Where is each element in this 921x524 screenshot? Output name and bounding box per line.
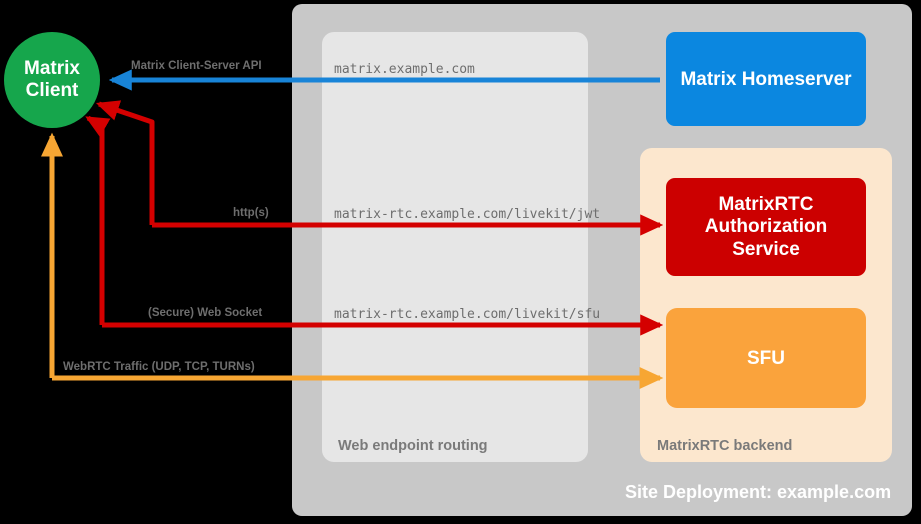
matrixrtc-authorization-service-node[interactable] xyxy=(666,178,866,276)
edge-label-jwt-http: http(s) xyxy=(233,207,269,219)
matrix-client-node[interactable] xyxy=(4,32,100,128)
matrix-homeserver-node[interactable] xyxy=(666,32,866,126)
url-label-matrix-example-com: matrix.example.com xyxy=(334,62,475,77)
edge-jwt-http-return xyxy=(95,100,155,225)
edge-label-webrtc-traffic: WebRTC Traffic (UDP, TCP, TURNs) xyxy=(63,361,255,373)
matrixrtc-backend-caption: MatrixRTC backend xyxy=(657,438,793,454)
web-endpoint-routing-container xyxy=(322,32,588,462)
url-label-livekit-jwt: matrix-rtc.example.com/livekit/jwt xyxy=(334,207,601,222)
url-label-livekit-sfu: matrix-rtc.example.com/livekit/sfu xyxy=(334,307,601,322)
sfu-node[interactable] xyxy=(666,308,866,408)
web-endpoint-routing-caption: Web endpoint routing xyxy=(338,438,488,454)
edge-sfu-websocket-return xyxy=(85,115,111,325)
edge-label-matrix-client-server-api: Matrix Client-Server API xyxy=(131,60,262,72)
site-deployment-caption: Site Deployment: example.com xyxy=(625,482,892,502)
edge-label-sfu-websocket: (Secure) Web Socket xyxy=(148,307,263,319)
